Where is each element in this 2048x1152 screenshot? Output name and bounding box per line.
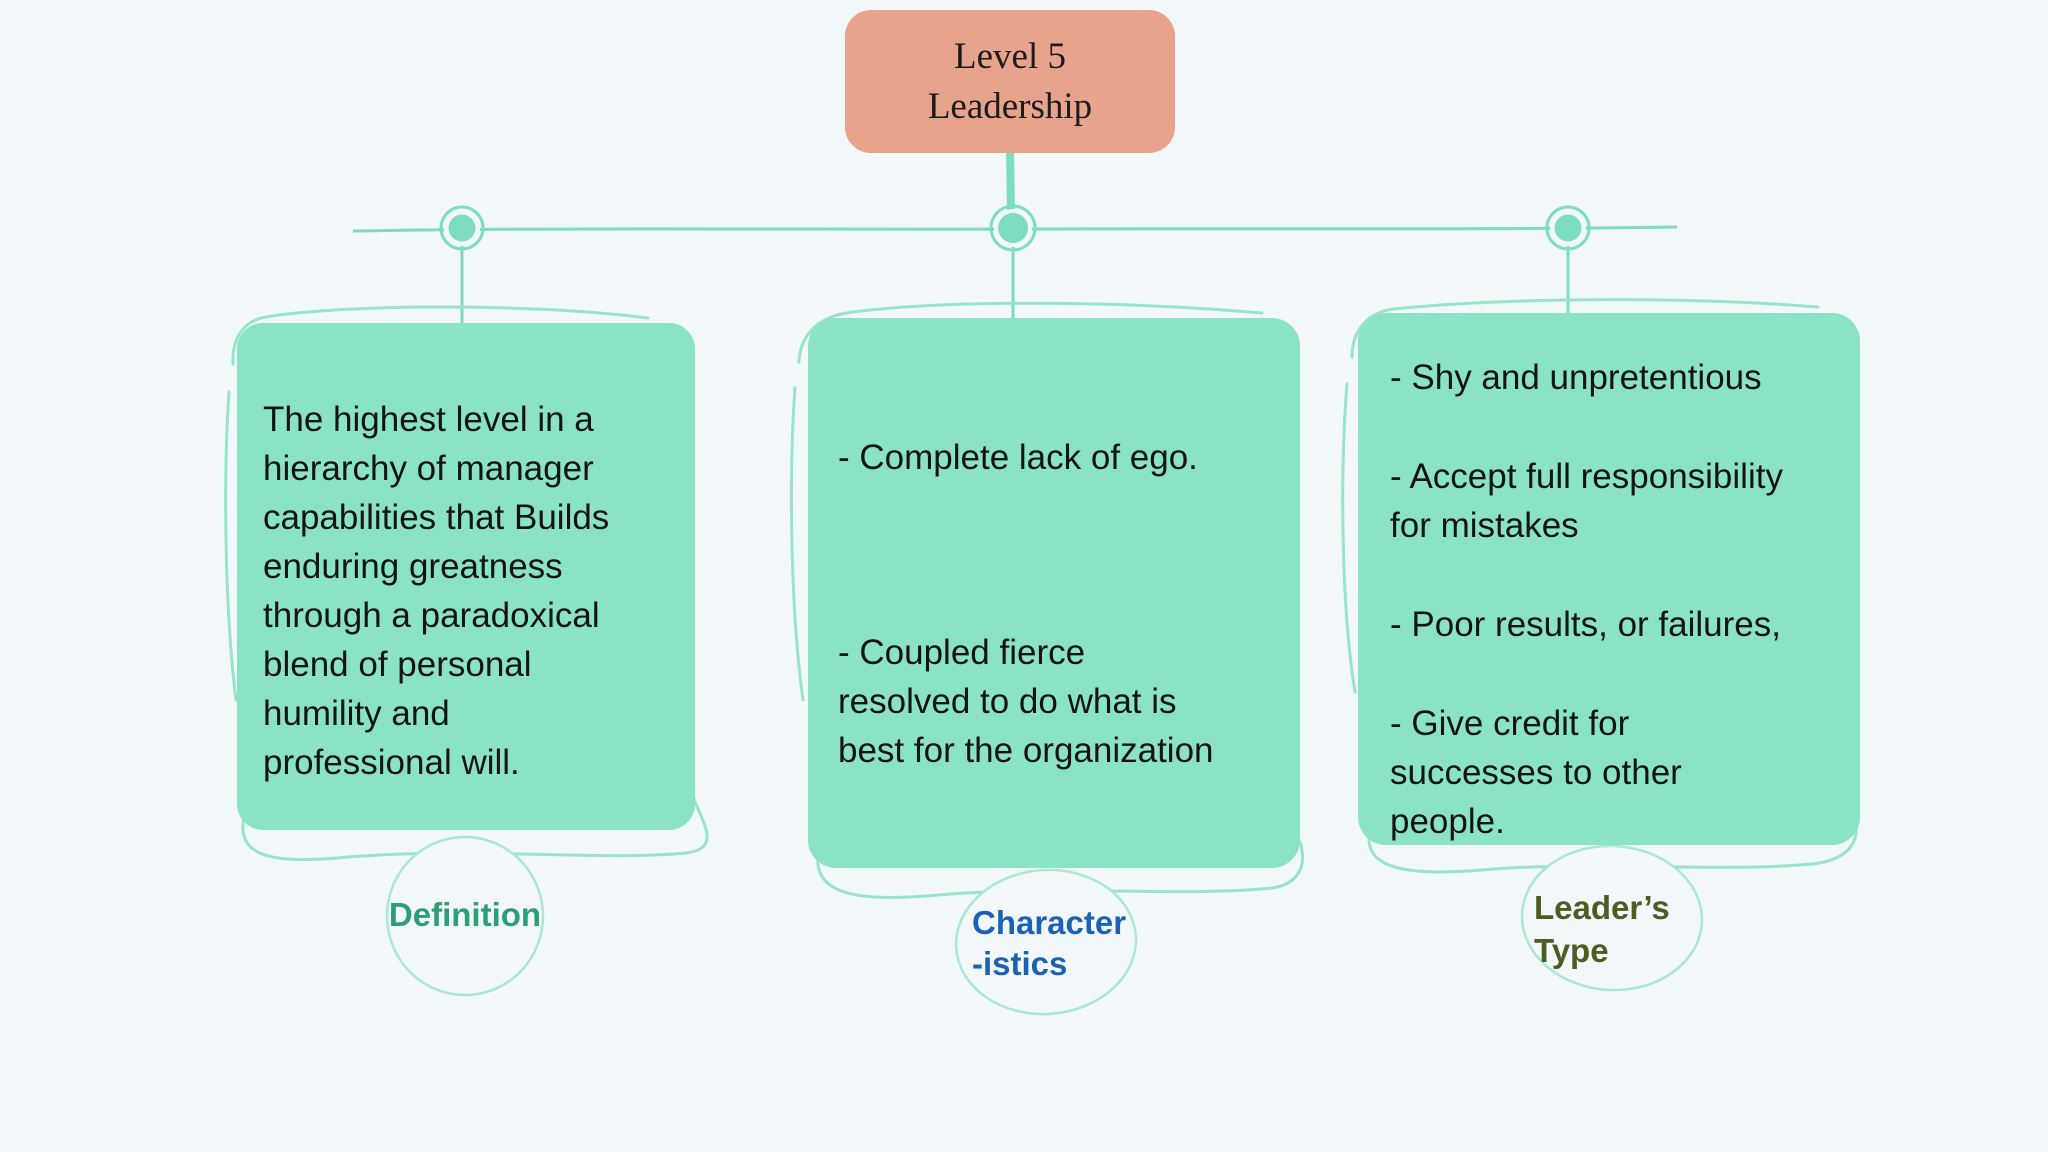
leaders-type-box[interactable]: - Shy and unpretentious - Accept full re… (1358, 313, 1860, 845)
root-title-line1: Level 5 (954, 35, 1066, 77)
characteristics-paragraph-1: - Complete lack of ego. (838, 438, 1198, 477)
root-node-level5-leadership[interactable]: Level 5 Leadership (845, 10, 1175, 153)
leaders-type-label[interactable]: Leader’s Type (1534, 886, 1670, 972)
leaders-type-label-line1: Leader’s (1534, 889, 1670, 926)
junction-dot-middle (989, 204, 1037, 252)
leaders-type-paragraph-2: - Accept full responsibility for mistake… (1390, 457, 1783, 545)
junction-dot-right (1545, 205, 1591, 251)
characteristics-box[interactable]: - Complete lack of ego. - Coupled fierce… (808, 318, 1300, 868)
characteristics-paragraph-2: - Coupled fierce resolved to do what is … (838, 633, 1214, 770)
definition-box[interactable]: The highest level in a hierarchy of mana… (237, 323, 695, 830)
leaders-type-paragraph-1: - Shy and unpretentious (1390, 358, 1762, 397)
characteristics-label-line1: Character (972, 904, 1127, 941)
characteristics-label[interactable]: Character -istics (972, 902, 1126, 984)
definition-label-line1: Definition (388, 896, 542, 933)
horizontal-connector-line (352, 225, 1678, 233)
definition-body-text: The highest level in a hierarchy of mana… (263, 400, 610, 782)
characteristics-label-line2: -istics (972, 945, 1068, 982)
definition-label[interactable]: Definition (357, 894, 573, 935)
leaders-type-label-line2: Type (1534, 932, 1609, 969)
leaders-type-paragraph-4: - Give credit for successes to other peo… (1390, 704, 1682, 841)
junction-dot-left (439, 205, 485, 251)
root-title-line2: Leadership (927, 85, 1093, 127)
leaders-type-paragraph-3: - Poor results, or failures, (1390, 605, 1781, 644)
root-drop-line (1006, 144, 1015, 218)
